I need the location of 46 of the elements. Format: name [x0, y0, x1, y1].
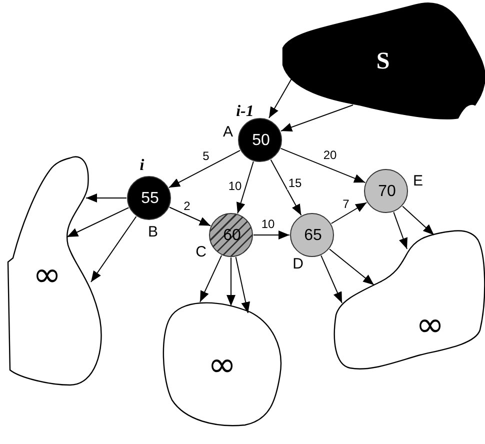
region-label: S — [376, 48, 390, 76]
arrow — [402, 206, 434, 236]
edge-label: 10 — [260, 217, 276, 231]
arrow — [200, 254, 222, 302]
arrow — [320, 255, 342, 304]
node-name: D — [292, 256, 304, 272]
arrow — [270, 159, 302, 216]
arrow — [330, 202, 368, 224]
edge-label: 7 — [342, 197, 350, 211]
node-name: C — [196, 244, 206, 260]
arrow — [253, 230, 290, 240]
index-label: i-1 — [236, 103, 254, 121]
node-value: 70 — [378, 183, 396, 201]
node-name: A — [223, 124, 233, 140]
node-value: 50 — [252, 132, 270, 150]
arrow — [86, 194, 127, 202]
region-label: ∞ — [208, 345, 236, 385]
arrow — [235, 256, 250, 314]
arrow — [329, 248, 374, 286]
arrow — [168, 150, 241, 188]
arrow — [280, 148, 366, 184]
arrow — [169, 206, 211, 226]
node-value: 65 — [304, 227, 322, 245]
region-label: ∞ — [416, 305, 444, 345]
arrow — [268, 78, 292, 118]
node-circle — [364, 169, 408, 213]
node-name: E — [413, 172, 423, 190]
node-circle — [127, 176, 171, 220]
edge-label: 2 — [182, 199, 192, 213]
arrow — [236, 161, 254, 214]
edge-label: 10 — [227, 179, 243, 193]
edge-label: 20 — [322, 148, 338, 162]
node-name: B — [148, 224, 158, 240]
node-circle — [290, 213, 334, 257]
arrow — [90, 216, 137, 282]
index-label: i — [140, 157, 144, 175]
edge-label: 15 — [287, 176, 303, 190]
node-value: 55 — [141, 190, 159, 208]
arrow — [66, 207, 130, 238]
arrow — [226, 257, 236, 306]
node-circle — [209, 213, 253, 257]
region-label: ∞ — [32, 255, 62, 295]
arrow — [393, 212, 408, 250]
arrow — [280, 104, 354, 132]
node-circle — [238, 118, 282, 162]
edge-label: 5 — [202, 149, 210, 163]
